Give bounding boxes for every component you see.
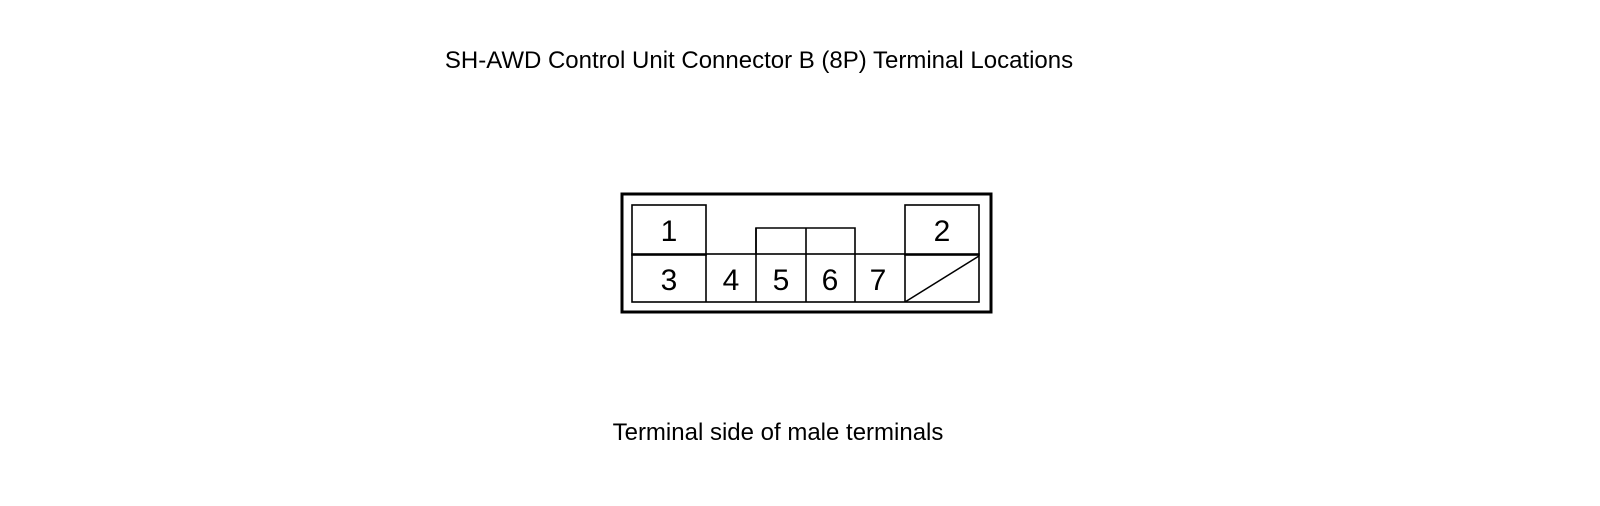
terminal-1-cavity xyxy=(631,204,707,256)
terminal-1-label: 1 xyxy=(661,215,678,248)
terminal-4-label: 4 xyxy=(723,264,740,297)
diagram-title: SH-AWD Control Unit Connector B (8P) Ter… xyxy=(444,47,1074,74)
terminal-7-label: 7 xyxy=(870,264,887,297)
terminal-5-label: 5 xyxy=(773,264,790,297)
connector-housing xyxy=(620,192,993,314)
terminal-2-cavity xyxy=(904,204,980,256)
terminal-2-label: 2 xyxy=(934,215,951,248)
empty-cavity-slash xyxy=(904,255,980,303)
terminal-3-label: 3 xyxy=(661,264,678,297)
diagram-caption: Terminal side of male terminals xyxy=(612,419,944,446)
terminal-6-label: 6 xyxy=(822,264,839,297)
